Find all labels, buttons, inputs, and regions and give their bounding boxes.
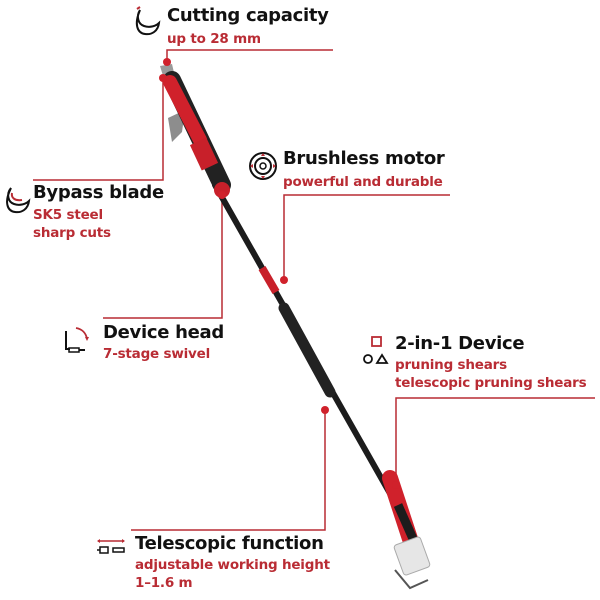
leader-line-motor [283,194,450,280]
feature-detail-motor: powerful and durable [283,174,443,190]
leader-line-twoinone [395,397,595,485]
feature-detail-telescopic-1: adjustable working height [135,557,330,573]
motor-icon [248,151,278,181]
telescopic-icon [96,538,128,558]
leader-line-head [103,195,223,319]
leader-lines [33,49,595,531]
feature-detail-cutting: up to 28 mm [167,31,261,47]
feature-detail-blade-1: SK5 steel [33,207,103,223]
swivel-icon [64,325,94,355]
feature-detail-telescopic-2: 1–1.6 m [135,575,193,591]
feature-title-motor: Brushless motor [283,148,445,169]
leader-line-cutting [166,49,333,62]
feature-detail-head: 7-stage swivel [103,346,211,362]
pruner-tool [159,58,431,590]
feature-title-telescopic: Telescopic function [135,533,324,554]
shapes-icon [362,335,392,365]
leader-line-telescopic [131,410,326,531]
shears-blade-icon [132,6,162,36]
feature-detail-twoinone-1: pruning shears [395,357,507,373]
feature-title-twoinone: 2-in-1 Device [395,333,525,354]
feature-detail-twoinone-2: telescopic pruning shears [395,375,587,391]
feature-detail-blade-2: sharp cuts [33,225,111,241]
feature-title-cutting: Cutting capacity [167,5,329,26]
leader-line-blade [33,80,164,181]
feature-title-blade: Bypass blade [33,182,164,203]
blade-icon [2,185,32,215]
feature-title-head: Device head [103,322,224,343]
